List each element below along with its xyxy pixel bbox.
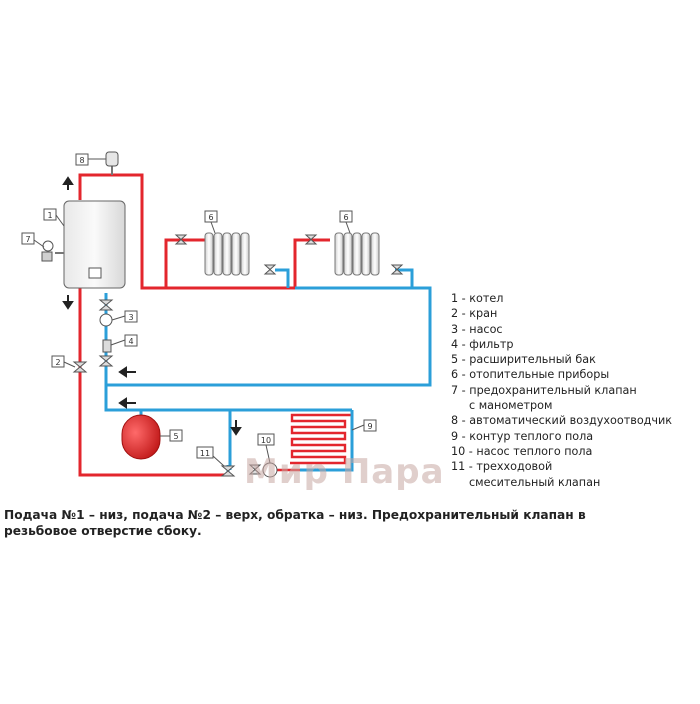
tag-3: 3 (128, 313, 133, 322)
boiler (63, 200, 126, 289)
valve-2 (72, 361, 88, 373)
legend-item-6: 6 - отопительные приборы (451, 368, 610, 382)
three-way-valve (220, 465, 236, 477)
boiler-pump-group (98, 299, 114, 367)
tag-6b: 6 (343, 213, 348, 222)
expansion-tank (121, 410, 161, 460)
number-tags: 1 2 3 4 5 6 6 7 8 9 10 11 (21, 153, 377, 467)
legend-item-5: 5 - расширительный бак (451, 353, 596, 367)
legend-item-3: 3 - насос (451, 322, 503, 336)
tag-9: 9 (367, 422, 372, 431)
legend-item-1: 1 - котел (451, 292, 504, 305)
watermark: Мир Пара (244, 452, 445, 492)
safety-valve (41, 240, 64, 262)
tag-1: 1 (47, 211, 52, 220)
legend: 1 - котел 2 - кран 3 - насос 4 - фильтр … (451, 291, 672, 490)
tag-2: 2 (55, 358, 60, 367)
tag-11: 11 (200, 449, 210, 458)
caption: Подача №1 – низ, подача №2 – верх, обрат… (4, 508, 586, 538)
tag-8: 8 (79, 156, 84, 165)
legend-item-7: 7 - предохранительный клапан (451, 383, 637, 397)
legend-item-7-cont: с манометром (469, 399, 553, 413)
supply-pipes (78, 173, 354, 477)
legend-item-9: 9 - контур теплого пола (451, 429, 594, 443)
legend-item-8: 8 - автоматический воздухоотводчик (451, 414, 673, 428)
tag-5: 5 (173, 432, 178, 441)
legend-item-11-cont: смесительный клапан (469, 475, 601, 489)
tag-7: 7 (25, 235, 30, 244)
tag-10: 10 (261, 436, 271, 445)
legend-item-4: 4 - фильтр (451, 337, 514, 351)
radiator-left (174, 232, 277, 276)
legend-item-11: 11 - трехходовой (451, 460, 553, 474)
air-vent (105, 151, 119, 175)
tag-4: 4 (128, 337, 133, 346)
tag-6a: 6 (208, 213, 213, 222)
radiator-right (304, 232, 404, 276)
legend-item-2: 2 - кран (451, 307, 498, 321)
legend-item-10: 10 - насос теплого пола (451, 444, 593, 458)
flow-arrows (62, 176, 242, 436)
